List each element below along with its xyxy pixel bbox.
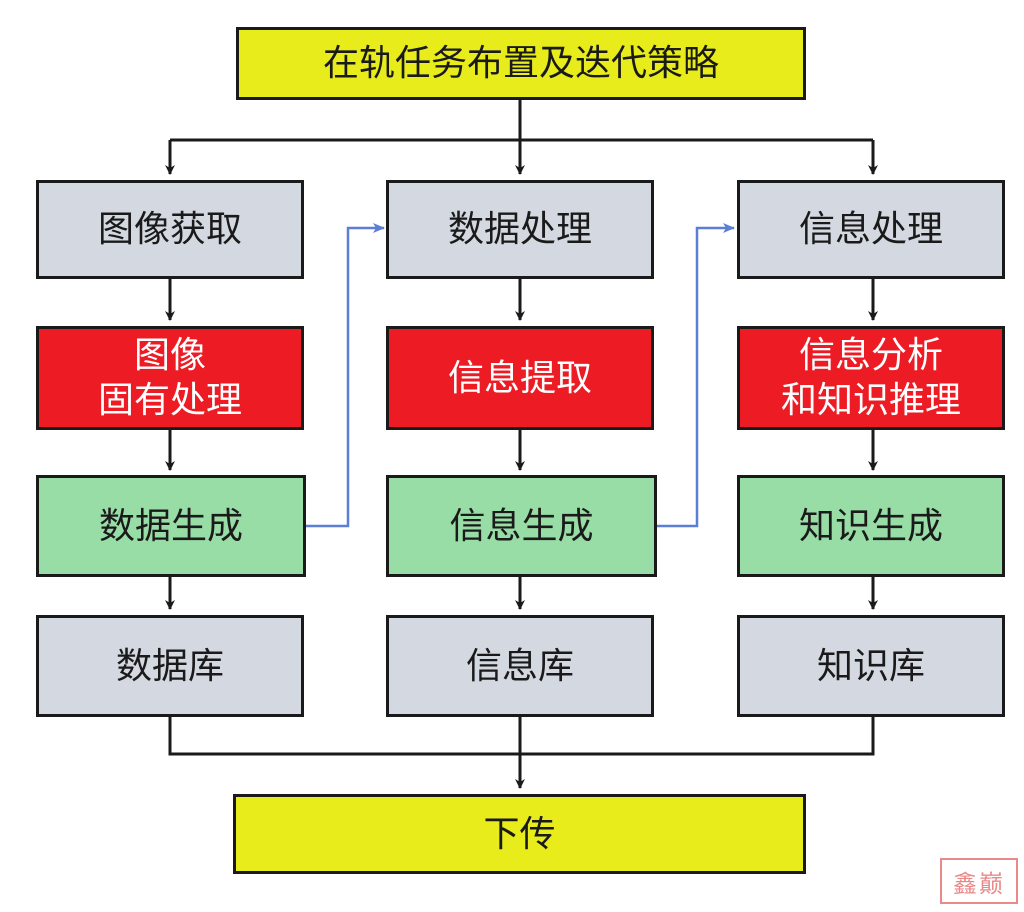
col2-generate-box: 信息生成 [386,475,657,577]
col1-acquire-label: 图像获取 [97,209,242,250]
top-strategy-box: 在轨任务布置及迭代策略 [236,27,806,100]
col2-acquire-box: 数据处理 [386,180,654,279]
col3-generate-box: 知识生成 [737,475,1005,577]
col3-process-line2: 和知识推理 [780,380,961,421]
col1-process-line1: 图像 [133,335,206,376]
top-strategy-label: 在轨任务布置及迭代策略 [322,43,719,84]
col1-generate-box: 数据生成 [36,475,306,577]
col3-process-box: 信息分析 和知识推理 [737,326,1005,430]
col3-store-label: 知识库 [816,645,925,687]
col2-store-box: 信息库 [386,615,654,717]
downlink-label: 下传 [483,813,556,855]
col2-process-label: 信息提取 [447,357,592,399]
watermark-text: 鑫巅 [953,869,1005,898]
col3-acquire-box: 信息处理 [737,180,1005,279]
col2-store-label: 信息库 [465,645,574,687]
col2-process-box: 信息提取 [386,326,654,430]
col2-generate-label: 信息生成 [449,505,594,547]
col1-acquire-box: 图像获取 [36,180,304,279]
col2-acquire-label: 数据处理 [447,209,592,250]
watermark-stamp: 鑫巅 [940,858,1018,904]
col1-store-label: 数据库 [115,645,224,687]
col3-acquire-label: 信息处理 [798,209,943,250]
col3-process-line1: 信息分析 [798,335,943,376]
downlink-box: 下传 [233,794,806,874]
col1-process-line2: 固有处理 [97,380,242,421]
col1-store-box: 数据库 [36,615,304,717]
feedback-arrow-data [306,223,385,528]
col3-store-box: 知识库 [737,615,1005,717]
feedback-arrow-info [657,223,735,528]
col1-generate-label: 数据生成 [98,505,243,547]
col1-process-box: 图像 固有处理 [36,326,304,430]
col3-generate-label: 知识生成 [798,505,943,547]
